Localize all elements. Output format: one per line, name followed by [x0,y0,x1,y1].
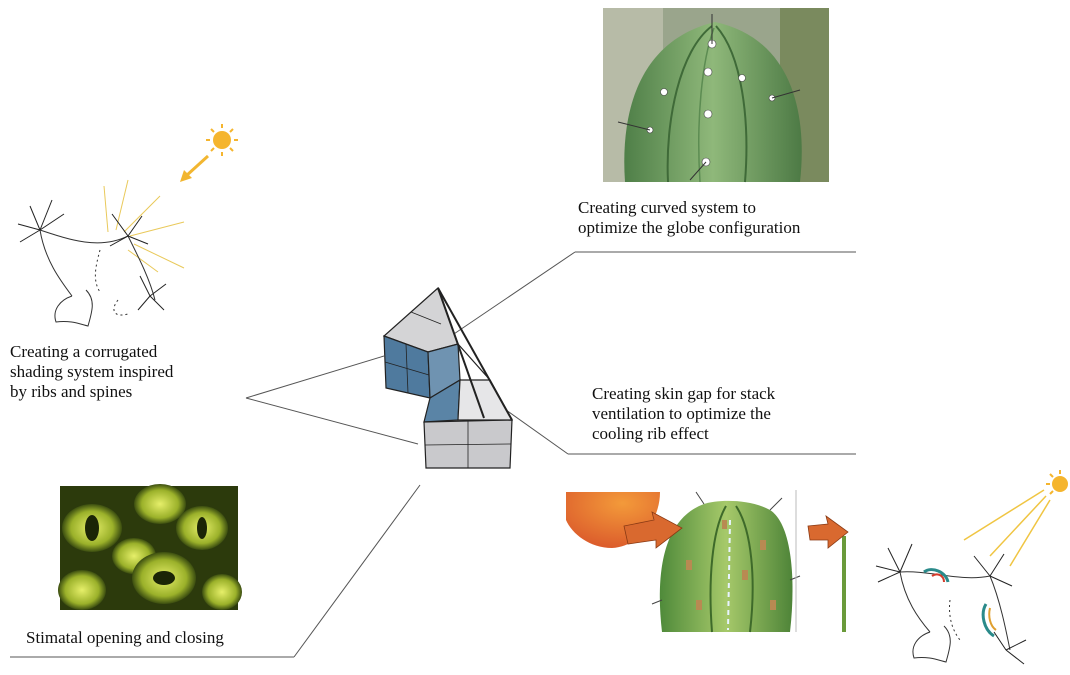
caption-corrugated-shading: Creating a corrugated shading system ins… [10,342,173,402]
sun-ray-arrow [180,156,208,182]
sun-icon-2 [1046,470,1068,494]
sun-icon [206,124,238,156]
caption-skin-gap: Creating skin gap for stack ventilation … [592,384,775,444]
cactus-illustration [566,490,846,632]
rib-spine-sketch [18,180,184,326]
cactus-photo [603,8,829,182]
caption-stomatal: Stimatal opening and closing [26,628,224,648]
facade-module-3d [384,288,512,468]
rib-spine-sketch-2 [876,490,1050,664]
stomata-photo [58,484,242,610]
caption-curved-system: Creating curved system to optimize the g… [578,198,800,238]
